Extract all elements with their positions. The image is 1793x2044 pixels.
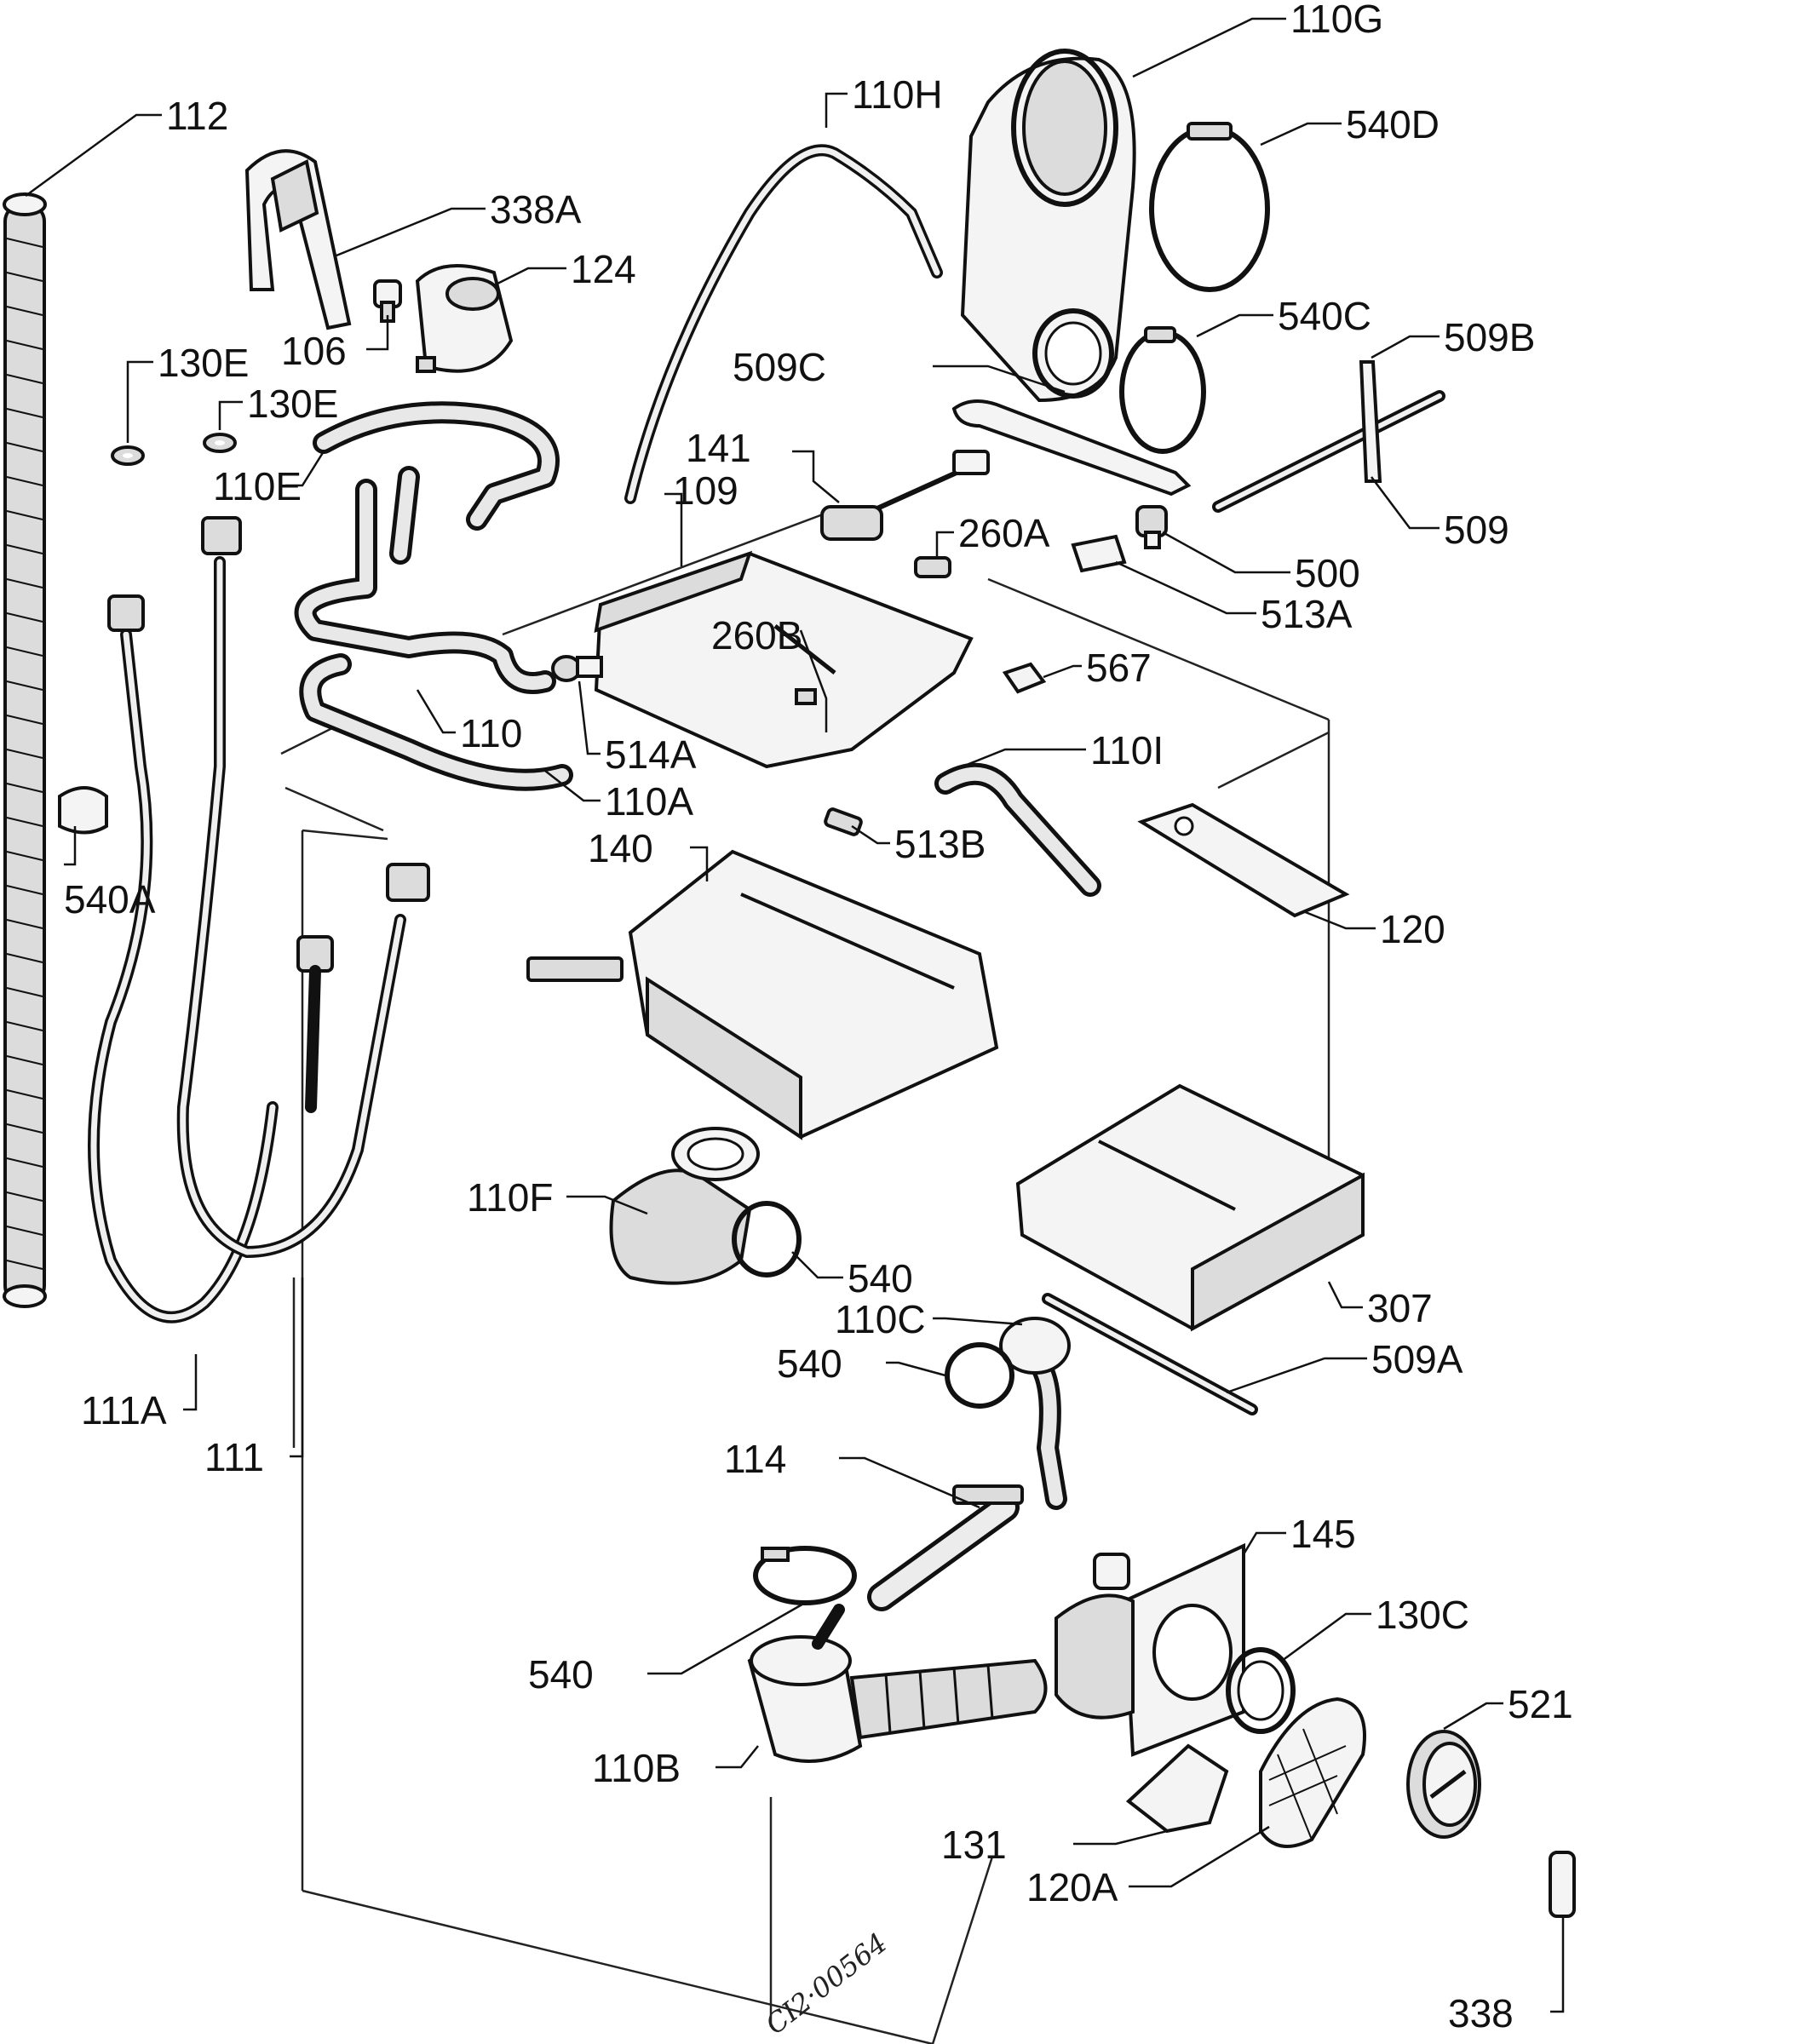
- label-112: 112: [166, 94, 228, 138]
- leader-lines: [25, 17, 1565, 2013]
- label-338: 338: [1448, 1991, 1514, 2035]
- label-110: 110: [460, 711, 522, 755]
- label-521: 521: [1508, 1682, 1573, 1726]
- label-120: 120: [1380, 907, 1445, 951]
- part-307-detergent-drawer: [1015, 1083, 1365, 1332]
- label-509b: 509B: [1444, 315, 1535, 359]
- label-111a: 111A: [81, 1388, 167, 1433]
- label-509c: 509C: [733, 345, 826, 389]
- part-140-dispenser-housing: [526, 849, 999, 1140]
- label-111: 111: [204, 1435, 264, 1479]
- part-521-knob: [1406, 1730, 1481, 1839]
- label-540-a: 540: [848, 1256, 913, 1300]
- part-540a-clip: [58, 786, 108, 835]
- part-130c-gasket: [1226, 1647, 1296, 1734]
- label-110i: 110I: [1090, 728, 1164, 772]
- part-509c-lever: [951, 399, 1192, 497]
- part-130e-washer-a: [111, 445, 145, 466]
- part-110g-bellows: [960, 49, 1136, 403]
- part-514a-fitting: [551, 655, 603, 682]
- part-540-clamp-b: [945, 1342, 1014, 1409]
- part-567-clip: [1002, 662, 1047, 694]
- part-540-clamp-c: [753, 1546, 857, 1605]
- label-540c: 540C: [1278, 294, 1371, 338]
- part-500-valve: [1135, 505, 1168, 549]
- part-110e-hose: [313, 401, 560, 531]
- part-110f-bellows: [609, 1127, 760, 1285]
- label-110c: 110C: [835, 1297, 926, 1341]
- part-145-pump-housing: [1055, 1542, 1245, 1757]
- label-130e-b: 130E: [247, 382, 338, 426]
- part-114-pipe: [867, 1484, 1024, 1611]
- label-260b: 260B: [711, 613, 802, 657]
- label-513b: 513B: [894, 822, 986, 866]
- part-110i-bellows-hose: [934, 762, 1101, 897]
- part-120-cover: [1137, 802, 1350, 918]
- label-130e-a: 130E: [158, 341, 249, 385]
- part-260a-spring: [914, 556, 951, 578]
- label-130c: 130C: [1376, 1593, 1469, 1637]
- label-540-c: 540: [528, 1652, 594, 1697]
- part-110-hose-assembly: [294, 466, 556, 694]
- label-513a: 513A: [1261, 592, 1353, 636]
- label-120a: 120A: [1026, 1865, 1118, 1909]
- part-509a-rod: [1042, 1293, 1258, 1415]
- part-110a-hose: [299, 653, 573, 791]
- label-145: 145: [1290, 1512, 1356, 1556]
- label-110g: 110G: [1290, 0, 1383, 41]
- part-540d-clamp: [1149, 122, 1270, 292]
- part-509-rod: [1212, 390, 1445, 513]
- label-567: 567: [1086, 646, 1152, 690]
- part-109-base-plate: [594, 550, 974, 769]
- part-110b-bellows: [747, 1604, 1048, 1763]
- part-110h-hose: [624, 144, 943, 504]
- label-140: 140: [588, 826, 653, 870]
- label-514a: 514A: [605, 732, 697, 777]
- part-141-rod-assembly: [820, 450, 990, 541]
- label-338a: 338A: [490, 187, 582, 232]
- part-540-clamp-a: [732, 1201, 802, 1278]
- label-540d: 540D: [1346, 102, 1440, 146]
- label-110h: 110H: [852, 72, 943, 117]
- part-111-inlet-hose: [176, 516, 430, 1259]
- label-124: 124: [571, 247, 636, 291]
- part-110c-hose: [999, 1317, 1071, 1510]
- part-labels: 112 338A 124 106 130E 130E 110E 110H 110…: [64, 0, 1573, 2035]
- part-513a-bracket: [1071, 534, 1127, 573]
- part-130e-washer-b: [203, 433, 237, 453]
- part-338a-hose-guide: [244, 149, 352, 330]
- part-120a-filter: [1259, 1697, 1366, 1848]
- part-131-bracket: [1125, 1743, 1229, 1834]
- label-110a: 110A: [605, 779, 693, 824]
- part-540c-clamp: [1119, 326, 1206, 454]
- label-131: 131: [941, 1823, 1007, 1867]
- label-540-b: 540: [777, 1341, 842, 1386]
- part-124-cap: [415, 264, 514, 373]
- label-509a: 509A: [1371, 1337, 1463, 1381]
- part-513b-latch: [824, 807, 863, 836]
- part-338-clip: [1549, 1851, 1576, 1918]
- label-106: 106: [281, 329, 347, 373]
- label-110b: 110B: [592, 1746, 681, 1790]
- label-114: 114: [724, 1437, 786, 1481]
- part-106-screw: [373, 279, 402, 323]
- part-111a-inlet-hose: [88, 594, 279, 1323]
- label-260a: 260A: [958, 511, 1050, 555]
- label-110e: 110E: [213, 464, 302, 508]
- label-540a: 540A: [64, 877, 156, 922]
- label-500: 500: [1295, 551, 1360, 595]
- part-112-drain-hose: [3, 192, 47, 1308]
- label-110f: 110F: [467, 1175, 553, 1220]
- part-509b-spring: [1359, 360, 1382, 483]
- label-141: 141: [686, 426, 751, 470]
- label-109: 109: [673, 468, 738, 513]
- label-509: 509: [1444, 508, 1509, 552]
- catalog-stamp: CI2·00564: [760, 1926, 894, 2041]
- label-307: 307: [1367, 1286, 1433, 1330]
